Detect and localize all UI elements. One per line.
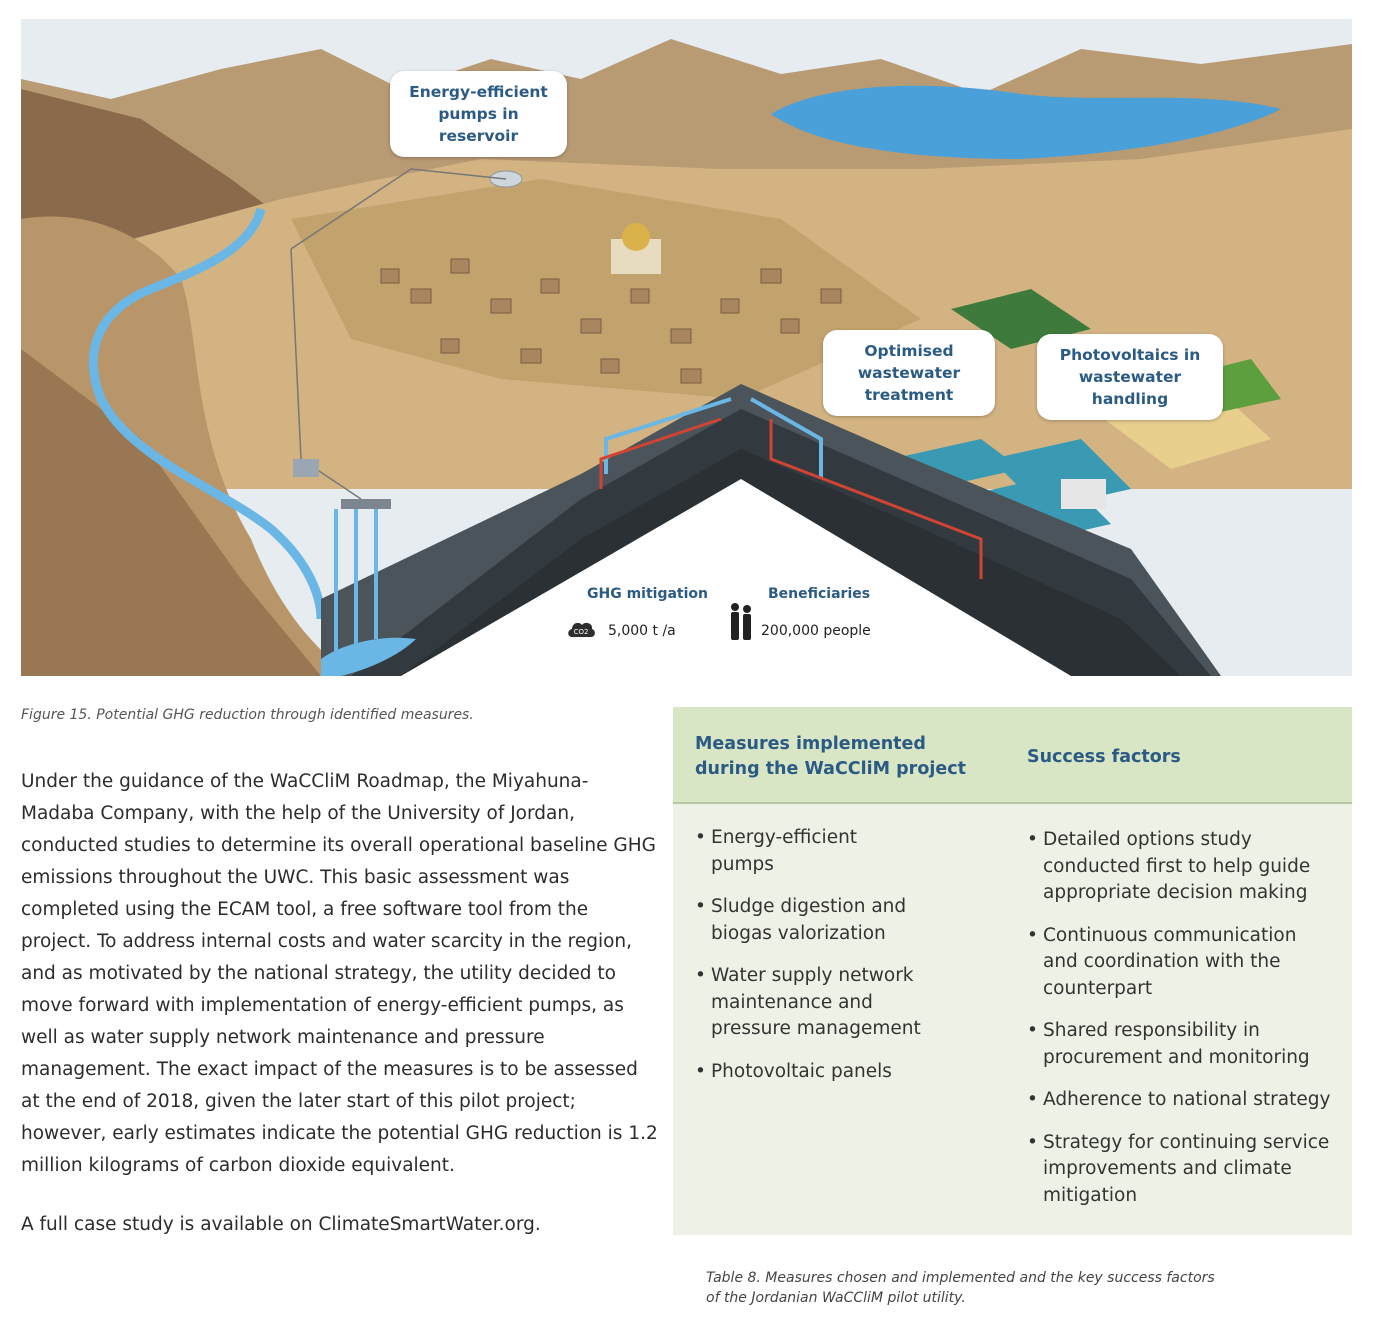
ghg-mitigation-title: GHG mitigation — [587, 586, 708, 602]
people-icon — [731, 603, 751, 640]
svg-text:CO2: CO2 — [574, 628, 589, 636]
list-item: Shared responsibility in procurement and… — [1027, 1018, 1332, 1071]
beneficiaries-value: 200,000 people — [761, 623, 871, 639]
list-item: Detailed options study conducted first t… — [1027, 827, 1332, 907]
header-success-factors: Success factors — [1027, 747, 1181, 767]
ghg-mitigation-value: 5,000 t /a — [608, 623, 676, 639]
list-item: Adherence to national strategy — [1027, 1087, 1332, 1114]
list-item: Photovoltaic panels — [695, 1059, 925, 1086]
body-paragraph: Under the guidance of the WaCCliM Roadma… — [21, 771, 658, 1176]
success-factors-list: Detailed options study conducted first t… — [1027, 827, 1332, 1209]
callout-optimised-wastewater: Optimised wastewater treatment — [823, 330, 995, 416]
co2-cloud-icon: CO2 — [568, 622, 595, 637]
callout-photovoltaics: Photovoltaics in wastewater handling — [1037, 334, 1223, 420]
landscape-graphic — [21, 19, 1352, 676]
callout-energy-efficient-pumps: Energy-efficient pumps in reservoir — [390, 71, 567, 157]
list-item: Water supply network maintenance and pre… — [695, 963, 925, 1043]
header-measures: Measures implemented during the WaCCliM … — [695, 734, 966, 779]
table-header: Measures implemented during the WaCCliM … — [673, 707, 1352, 804]
table-caption: Table 8. Measures chosen and implemented… — [706, 1270, 1215, 1306]
infographic-illustration: Energy-efficient pumps in reservoir Opti… — [21, 19, 1352, 676]
measures-list: Energy-efficient pumps Sludge digestion … — [695, 825, 925, 1085]
list-item: Strategy for continuing service improvem… — [1027, 1130, 1332, 1210]
measures-table: Measures implemented during the WaCCliM … — [673, 707, 1352, 1235]
list-item: Energy-efficient pumps — [695, 825, 925, 878]
figure-caption: Figure 15. Potential GHG reduction throu… — [21, 707, 474, 723]
beneficiaries-title: Beneficiaries — [768, 586, 871, 602]
list-item: Sludge digestion and biogas valorization — [695, 894, 925, 947]
list-item: Continuous communication and coordinatio… — [1027, 923, 1332, 1003]
case-study-line: A full case study is available on Climat… — [21, 1214, 541, 1235]
